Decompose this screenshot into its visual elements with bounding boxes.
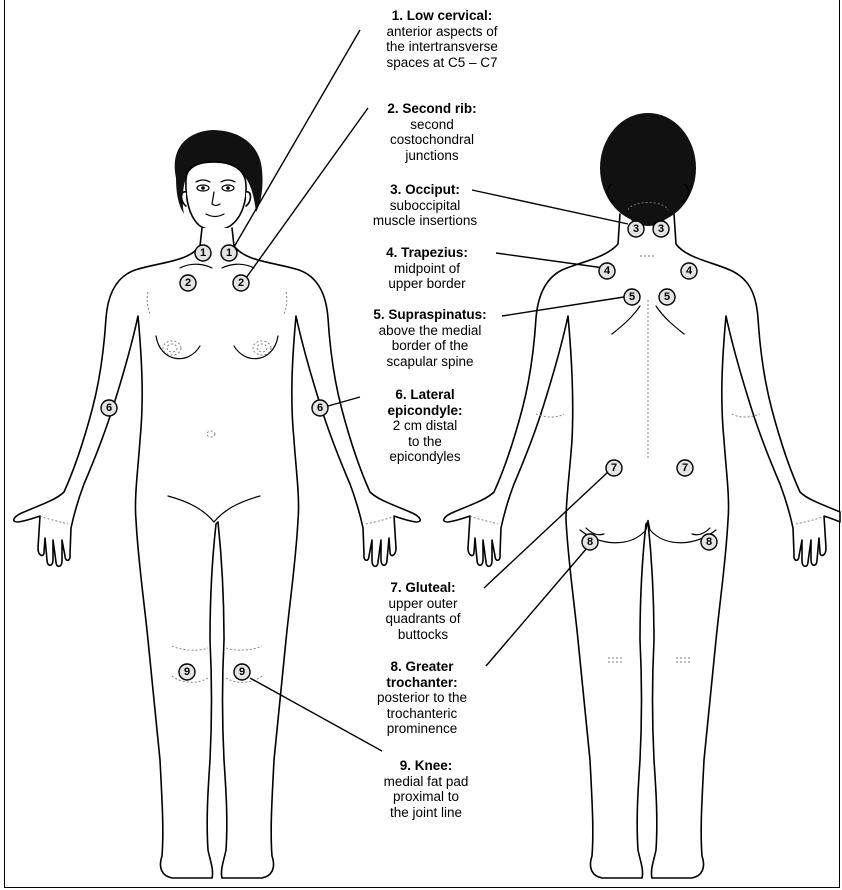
front-body-figure <box>14 130 421 878</box>
label-line: the joint line <box>366 805 486 821</box>
svg-text:2: 2 <box>238 277 244 289</box>
svg-text:5: 5 <box>664 291 670 303</box>
marker-3-left: 3 <box>628 221 644 237</box>
leader-line-3 <box>472 190 628 224</box>
label-occiput: 3. Occiput: suboccipital muscle insertio… <box>360 182 490 229</box>
svg-text:2: 2 <box>185 277 191 289</box>
label-line: border of the <box>360 338 500 354</box>
label-title: 4. Trapezius: <box>362 245 492 261</box>
svg-text:9: 9 <box>239 666 245 678</box>
label-line: suboccipital <box>360 198 490 214</box>
marker-8-right: 8 <box>701 534 717 550</box>
leader-line-2 <box>246 108 368 278</box>
label-supraspinatus: 5. Supraspinatus: above the medial borde… <box>360 307 500 369</box>
marker-8-left: 8 <box>582 534 598 550</box>
label-line: above the medial <box>360 323 500 339</box>
label-gluteal: 7. Gluteal: upper outer quadrants of but… <box>368 580 478 642</box>
label-line: buttocks <box>368 627 478 643</box>
svg-text:8: 8 <box>587 536 593 548</box>
svg-text:3: 3 <box>633 223 639 235</box>
label-line: upper border <box>362 276 492 292</box>
label-knee: 9. Knee: medial fat pad proximal to the … <box>366 758 486 820</box>
label-line: muscle insertions <box>360 213 490 229</box>
label-title: 5. Supraspinatus: <box>360 307 500 323</box>
label-line: trochanteric <box>360 706 484 722</box>
label-lateral-epicondyle: 6. Lateral epicondyle: 2 cm distal to th… <box>370 387 480 465</box>
label-title: 3. Occiput: <box>360 182 490 198</box>
svg-text:5: 5 <box>629 291 635 303</box>
label-title: 1. Low cervical: <box>362 8 522 24</box>
label-line: to the <box>370 434 480 450</box>
label-line: upper outer <box>368 596 478 612</box>
label-line: spaces at C5 – C7 <box>362 55 522 71</box>
marker-2-left: 2 <box>180 275 196 291</box>
svg-text:8: 8 <box>706 536 712 548</box>
back-body-outline <box>444 214 840 878</box>
label-line: posterior to the <box>360 690 484 706</box>
marker-4-left: 4 <box>599 263 615 279</box>
label-line: anterior aspects of <box>362 24 522 40</box>
marker-3-right: 3 <box>653 221 669 237</box>
label-second-rib: 2. Second rib: second costochondral junc… <box>362 101 502 163</box>
label-line: medial fat pad <box>366 774 486 790</box>
marker-1-right: 1 <box>221 245 237 261</box>
label-title: 8. Greater <box>360 659 484 675</box>
marker-6-left: 6 <box>101 400 117 416</box>
svg-text:6: 6 <box>106 402 112 414</box>
svg-text:4: 4 <box>686 265 693 277</box>
label-line: quadrants of <box>368 611 478 627</box>
marker-7-right: 7 <box>677 460 693 476</box>
svg-text:1: 1 <box>200 247 206 259</box>
marker-9-left: 9 <box>179 664 195 680</box>
label-title-line-2: epicondyle: <box>370 403 480 419</box>
svg-text:9: 9 <box>184 666 190 678</box>
label-title: 9. Knee: <box>366 758 486 774</box>
marker-6-right: 6 <box>312 400 328 416</box>
front-ear-right <box>246 192 251 206</box>
label-line: scapular spine <box>360 354 500 370</box>
marker-7-left: 7 <box>606 460 622 476</box>
leader-line-1 <box>234 30 360 247</box>
label-greater-trochanter: 8. Greater trochanter: posterior to the … <box>360 659 484 737</box>
label-low-cervical: 1. Low cervical: anterior aspects of the… <box>362 8 522 70</box>
label-line: prominence <box>360 721 484 737</box>
marker-1-left: 1 <box>195 245 211 261</box>
label-line: midpoint of <box>362 261 492 277</box>
leader-line-8 <box>486 548 587 666</box>
marker-5-left: 5 <box>624 289 640 305</box>
label-line: junctions <box>362 148 502 164</box>
label-line: the intertransverse <box>362 39 522 55</box>
label-title: 7. Gluteal: <box>368 580 478 596</box>
marker-2-right: 2 <box>233 275 249 291</box>
svg-text:7: 7 <box>682 462 688 474</box>
label-line: proximal to <box>366 789 486 805</box>
svg-text:4: 4 <box>604 265 611 277</box>
label-trapezius: 4. Trapezius: midpoint of upper border <box>362 245 492 292</box>
marker-5-right: 5 <box>659 289 675 305</box>
front-face <box>186 162 246 230</box>
svg-text:1: 1 <box>226 247 232 259</box>
label-line: 2 cm distal <box>370 418 480 434</box>
label-title: 6. Lateral <box>370 387 480 403</box>
svg-text:6: 6 <box>317 402 323 414</box>
svg-text:7: 7 <box>611 462 617 474</box>
svg-text:3: 3 <box>658 223 664 235</box>
label-line: second <box>362 117 502 133</box>
label-title: 2. Second rib: <box>362 101 502 117</box>
marker-9-right: 9 <box>234 664 250 680</box>
label-line: costochondral <box>362 132 502 148</box>
label-title-line-2: trochanter: <box>360 675 484 691</box>
marker-4-right: 4 <box>681 263 697 279</box>
label-line: epicondyles <box>370 449 480 465</box>
